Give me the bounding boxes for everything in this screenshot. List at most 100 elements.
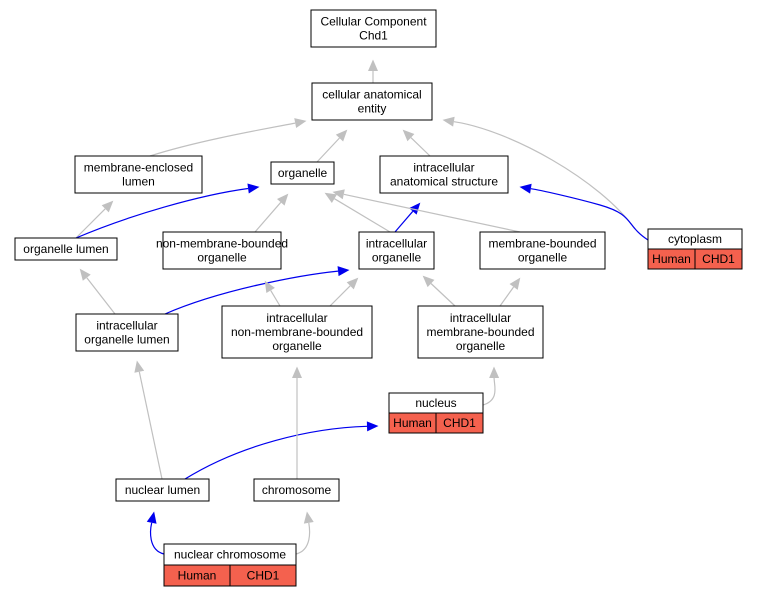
node-ol[interactable]: organelle lumen bbox=[14, 237, 118, 261]
annotation-organism-label: Human bbox=[652, 252, 691, 266]
node-label-line: organelle lumen bbox=[84, 333, 169, 347]
node-label-line: membrane-enclosed bbox=[84, 161, 193, 175]
edge-io-to-organelle bbox=[324, 192, 391, 233]
edge-arrowhead bbox=[337, 266, 350, 277]
edge-arrowhead bbox=[335, 129, 348, 142]
node-label-line: Cellular Component bbox=[320, 15, 427, 29]
edge-arrowhead bbox=[366, 421, 379, 432]
edge-arrowhead bbox=[79, 268, 91, 281]
edge-nl-to-iol bbox=[134, 360, 163, 480]
edge-cytoplasm-to-cae bbox=[442, 116, 636, 230]
edge-arrowhead bbox=[324, 192, 338, 203]
node-box bbox=[479, 231, 606, 270]
edge-line bbox=[184, 425, 368, 480]
edge-line bbox=[530, 188, 649, 241]
edge-line bbox=[410, 137, 431, 157]
node-box bbox=[379, 155, 509, 194]
node-label-line: lumen bbox=[122, 175, 155, 189]
node-label-line: intracellular bbox=[96, 319, 157, 333]
node-label-line: entity bbox=[358, 102, 387, 116]
edge-organelle-to-cae bbox=[316, 129, 348, 163]
edge-cytoplasm-to-ias bbox=[519, 183, 649, 241]
edge-line bbox=[329, 285, 351, 307]
annotation-cell bbox=[694, 248, 743, 270]
edge-line bbox=[138, 371, 163, 480]
node-box bbox=[162, 231, 282, 270]
edge-arrowhead bbox=[101, 200, 114, 213]
node-label-line: organelle bbox=[518, 251, 568, 265]
edge-ol-to-organelle bbox=[75, 183, 260, 239]
node-label-line: organelle bbox=[372, 251, 422, 265]
edges-layer bbox=[75, 59, 649, 555]
node-label-line: nuclear lumen bbox=[125, 483, 200, 497]
node-label-line: non-membrane-bounded bbox=[156, 237, 288, 251]
node-box bbox=[311, 82, 433, 121]
node-box bbox=[221, 305, 373, 359]
edge-io-to-ias bbox=[394, 202, 421, 233]
node-label-line: non-membrane-bounded bbox=[231, 325, 363, 339]
edge-line bbox=[150, 522, 165, 555]
edge-arrowhead bbox=[442, 116, 455, 127]
annotation-gene-label: CHD1 bbox=[702, 252, 735, 266]
node-organelle[interactable]: organelle bbox=[270, 161, 335, 185]
node-label-line: chromosome bbox=[262, 483, 332, 497]
edge-inmbo-to-io bbox=[329, 277, 359, 307]
node-box bbox=[310, 9, 437, 48]
node-label-line: organelle bbox=[278, 166, 328, 180]
node-chromosome[interactable]: chromosome bbox=[253, 478, 340, 502]
node-inmbo[interactable]: intracellularnon-membrane-boundedorganel… bbox=[221, 305, 373, 359]
edge-line bbox=[295, 522, 311, 555]
edge-line bbox=[149, 122, 296, 157]
edge-mbo-to-organelle bbox=[332, 189, 521, 233]
edge-line bbox=[316, 137, 340, 163]
edge-ias-to-cae bbox=[402, 129, 431, 157]
node-box bbox=[253, 478, 340, 502]
edge-line bbox=[270, 290, 281, 307]
edge-arrowhead bbox=[489, 366, 500, 379]
node-label-line: membrane-bounded bbox=[488, 237, 596, 251]
edge-imbo-to-mbo bbox=[499, 277, 521, 307]
edge-line bbox=[430, 283, 456, 307]
edge-arrowhead bbox=[422, 275, 435, 288]
annotation-gene-label: CHD1 bbox=[443, 416, 476, 430]
edge-line bbox=[75, 187, 249, 239]
edge-arrowhead bbox=[509, 277, 521, 290]
edge-nucleus-to-imbo bbox=[482, 366, 500, 406]
node-label-line: nuclear chromosome bbox=[174, 548, 286, 562]
edge-line bbox=[164, 270, 339, 315]
edge-arrowhead bbox=[409, 202, 421, 215]
edge-arrowhead bbox=[294, 118, 307, 128]
edge-line bbox=[86, 277, 116, 315]
node-box bbox=[74, 155, 203, 194]
node-box bbox=[14, 237, 118, 261]
node-label-line: intracellular bbox=[266, 311, 327, 325]
edge-mel-to-cae bbox=[149, 118, 307, 157]
edge-line bbox=[75, 208, 106, 239]
edge-nl-to-nucleus bbox=[184, 421, 379, 480]
edge-line bbox=[254, 201, 282, 233]
edge-arrowhead bbox=[247, 183, 260, 194]
node-label-line: intracellular bbox=[413, 161, 474, 175]
node-label-line: Chd1 bbox=[359, 29, 388, 43]
node-box bbox=[358, 231, 435, 270]
node-box bbox=[75, 313, 179, 352]
node-nl[interactable]: nuclear lumen bbox=[115, 478, 210, 502]
edge-line bbox=[334, 198, 391, 233]
edge-iol-to-io bbox=[164, 266, 350, 315]
edge-arrowhead bbox=[519, 183, 532, 194]
edge-line bbox=[482, 377, 496, 406]
